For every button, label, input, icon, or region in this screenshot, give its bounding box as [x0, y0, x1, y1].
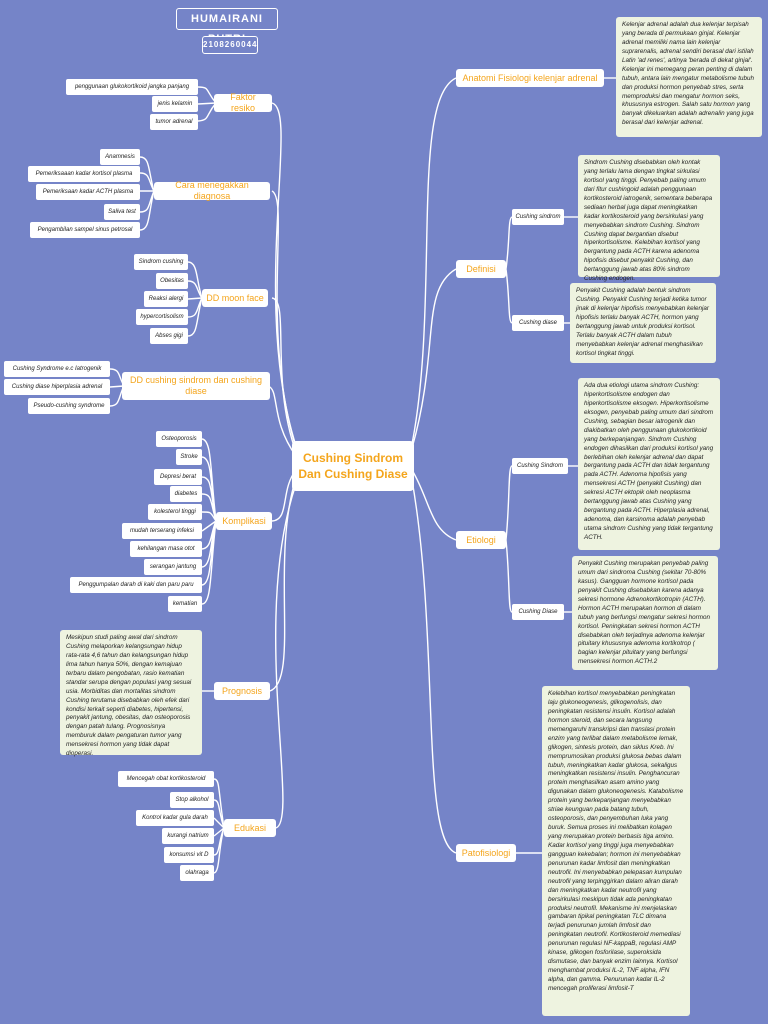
list-item: Depresi berat: [154, 469, 202, 485]
list-item: Cushing Syndrome e.c Iatrogenik: [4, 361, 110, 377]
definisi-diase-note: Penyakit Cushing adalah bentuk sindrom C…: [570, 283, 716, 363]
list-item: kolesterol tinggi: [148, 504, 202, 520]
list-item: Abses gigi: [150, 328, 188, 344]
list-item: Pseudo-cushing syndrome: [28, 398, 110, 414]
list-item: olahraga: [180, 865, 214, 881]
list-item: Cushing diase hiperplasia adrenal: [4, 379, 110, 395]
branch-prognosis: Prognosis: [214, 682, 270, 700]
list-item: serangan jantung: [144, 559, 202, 575]
list-item: hypercortisolism: [136, 309, 188, 325]
list-item: Stroke: [176, 449, 202, 465]
list-item: jenis kelamin: [152, 96, 198, 112]
list-item: kematian: [168, 596, 202, 612]
list-item: kehilangan masa otot: [130, 541, 202, 557]
central-topic: Cushing Sindrom Dan Cushing Diase: [292, 441, 414, 491]
branch-patofisiologi: Patofisiologi: [456, 844, 516, 862]
list-item: diabetes: [170, 486, 202, 502]
branch-edukasi: Edukasi: [224, 819, 276, 837]
definisi-diase-label: Cushing diase: [512, 315, 564, 331]
anatomi-note: Kelenjar adrenal adalah dua kelenjar ter…: [616, 17, 762, 137]
list-item: Obesitas: [156, 273, 188, 289]
etiologi-sindrom-note: Ada dua etiologi utama sindrom Cushing: …: [578, 378, 720, 550]
list-item: kurangi natrium: [162, 828, 214, 844]
branch-anatomi: Anatomi Fisiologi kelenjar adrenal: [456, 69, 604, 87]
branch-cara-diagnosa: Cara menegakkan diagnosa: [154, 180, 270, 201]
branch-dd-moon-face: DD moon face: [202, 289, 268, 307]
list-item: Kontrol kadar gula darah: [136, 810, 214, 826]
branch-dd-cushing: DD cushing sindrom dan cushing diase: [122, 372, 270, 400]
list-item: penggunaan glukokortikoid jangka panjang: [66, 79, 198, 95]
list-item: Mencegah obat kortikosteroid: [118, 771, 214, 787]
definisi-sindrom-label: Cushing sindrom: [512, 209, 564, 225]
etiologi-sindrom-label: Cushing Sindrom: [512, 458, 568, 474]
list-item: tumor adrenal: [150, 114, 198, 130]
list-item: Reaksi alergi: [144, 291, 188, 307]
list-item: Stop alkohol: [170, 792, 214, 808]
branch-faktor-resiko: Faktor resiko: [214, 92, 272, 113]
list-item: Penggumpalan darah di kaki dan paru paru: [70, 577, 202, 593]
list-item: konsumsi vit D: [164, 847, 214, 863]
author-name: HUMAIRANI PUTRI: [176, 8, 278, 45]
prognosis-note: Meskipun studi paling awal dari sindrom …: [60, 630, 202, 757]
branch-definisi: Definisi: [456, 260, 506, 278]
branch-etiologi: Etiologi: [456, 531, 506, 549]
list-item: Anamnesis: [100, 149, 140, 165]
etiologi-diase-label: Cushing Diase: [512, 604, 564, 620]
list-item: Pemeriksaan kadar ACTH plasma: [36, 184, 140, 200]
list-item: Saliva test: [104, 204, 140, 220]
branch-komplikasi: Komplikasi: [216, 512, 272, 530]
list-item: Sindrom cushing: [134, 254, 188, 270]
list-item: mudah terserang infeksi: [122, 523, 202, 539]
etiologi-diase-note: Penyakit Cushing merupakan penyebab pali…: [572, 556, 718, 670]
patofisiologi-note: Kelebihan kortisol menyebabkan peningkat…: [542, 686, 690, 1016]
author-id: 2108260044: [202, 36, 258, 54]
list-item: Pemeriksaaan kadar kortisol plasma: [28, 166, 140, 182]
list-item: Osteoporosis: [156, 431, 202, 447]
list-item: Pengambilan sampel sinus petrosal: [30, 222, 140, 238]
definisi-sindrom-note: Sindrom Cushing disebabkan oleh kontak y…: [578, 155, 720, 282]
